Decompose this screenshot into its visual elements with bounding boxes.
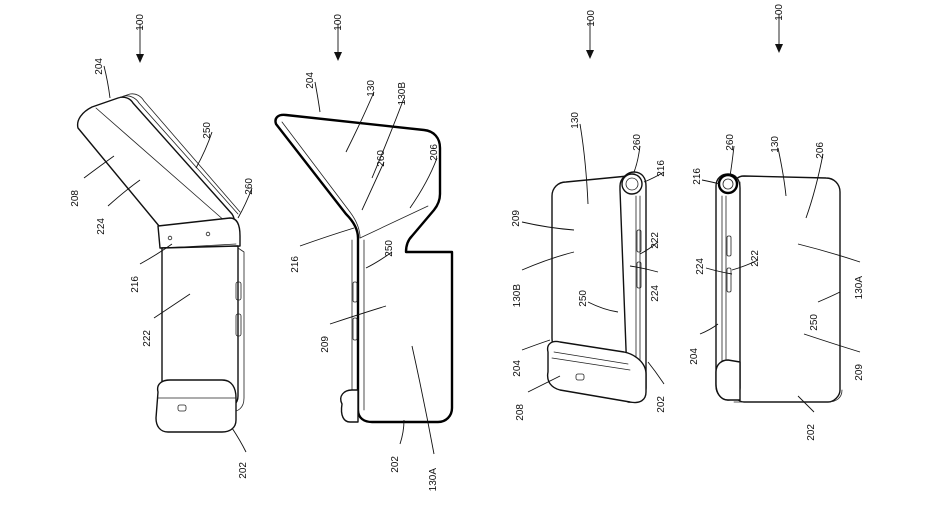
ref-label-202: 202 <box>238 462 249 479</box>
view-1-upper-panel <box>78 97 234 232</box>
ref-label-208: 208 <box>515 404 526 421</box>
ref-label-130B: 130B <box>512 284 523 308</box>
view-2-drawing <box>275 24 452 422</box>
ref-label-204: 204 <box>305 72 316 89</box>
ref-label-260: 260 <box>725 134 736 151</box>
ref-label-130B: 130B <box>397 82 408 106</box>
ref-label-202: 202 <box>656 396 667 413</box>
ref-label-216: 216 <box>290 256 301 273</box>
ref-label-224: 224 <box>695 258 706 275</box>
ref-label-222: 222 <box>650 232 661 249</box>
ref-label-222: 222 <box>750 250 761 267</box>
ref-label-130: 130 <box>366 80 377 97</box>
ref-label-130A: 130A <box>854 276 865 300</box>
view-3-back-panel <box>552 176 628 360</box>
ref-label-250: 250 <box>384 240 395 257</box>
ref-label-209: 209 <box>511 210 522 227</box>
view-3-hinge-end <box>622 174 642 194</box>
ref-label-208: 208 <box>70 190 81 207</box>
ref-label-206: 206 <box>429 144 440 161</box>
ref-label-250: 250 <box>202 122 213 139</box>
ref-label-260: 260 <box>244 178 255 195</box>
view-1-base <box>156 380 236 432</box>
ref-label-260: 260 <box>376 150 387 167</box>
ref-label-216: 216 <box>130 276 141 293</box>
ref-label-204: 204 <box>94 58 105 75</box>
view-4-hinge-end <box>719 175 737 193</box>
view-2-base <box>341 390 358 422</box>
view-4-base <box>716 360 740 400</box>
ref-label-209: 209 <box>320 336 331 353</box>
ref-label-224: 224 <box>96 218 107 235</box>
ref-label-250: 250 <box>809 314 820 331</box>
ref-label-216: 216 <box>656 160 667 177</box>
ref-label-216: 216 <box>692 168 703 185</box>
ref-label-206: 206 <box>815 142 826 159</box>
ref-label-202: 202 <box>806 424 817 441</box>
ref-label-100: 100 <box>586 10 597 27</box>
view-3-drawing <box>548 20 646 403</box>
ref-label-260: 260 <box>632 134 643 151</box>
view-4-drawing <box>716 14 842 402</box>
ref-label-204: 204 <box>689 348 700 365</box>
ref-label-204: 204 <box>512 360 523 377</box>
ref-label-224: 224 <box>650 285 661 302</box>
ref-label-100: 100 <box>333 14 344 31</box>
ref-label-222: 222 <box>142 330 153 347</box>
ref-label-130: 130 <box>570 112 581 129</box>
ref-label-250: 250 <box>578 290 589 307</box>
ref-label-130: 130 <box>770 136 781 153</box>
ref-label-209: 209 <box>854 364 865 381</box>
view-4-display <box>734 176 840 402</box>
ref-label-100: 100 <box>135 14 146 31</box>
ref-label-130A: 130A <box>428 468 439 492</box>
ref-label-202: 202 <box>390 456 401 473</box>
ref-label-100: 100 <box>774 4 785 21</box>
